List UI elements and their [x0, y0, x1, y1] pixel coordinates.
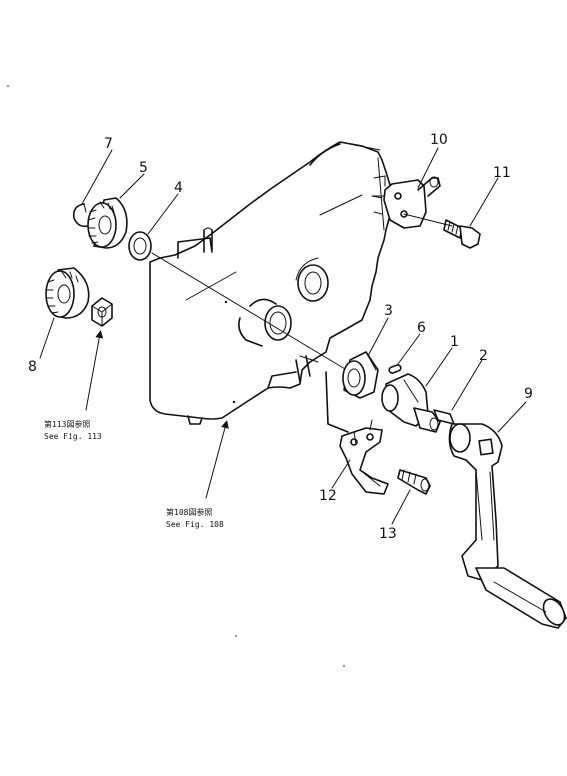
label-part-1: 1: [450, 334, 459, 350]
part-labels: 7 5 4 8 10 11 3 6 1 2 9 12 13: [28, 132, 533, 542]
hex-nut: [91, 297, 113, 327]
label-part-4: 4: [174, 180, 183, 196]
label-part-9: 9: [524, 386, 533, 402]
ref-fig-113-jp: 第113図参照: [44, 419, 90, 429]
shaft-part-1: [381, 373, 441, 433]
label-part-2: 2: [479, 348, 488, 364]
ref-fig-113-en: See Fig. 113: [44, 432, 102, 441]
washer-part-4: [128, 231, 152, 261]
label-part-5: 5: [139, 160, 148, 176]
leader-lines: [39, 147, 527, 525]
bearing-part-3: [342, 351, 379, 399]
label-part-12: 12: [319, 488, 337, 504]
label-part-11: 11: [493, 165, 511, 181]
label-part-10: 10: [430, 132, 448, 148]
label-part-8: 8: [28, 359, 37, 375]
label-part-13: 13: [379, 526, 397, 542]
bracket-part-10: [371, 175, 441, 229]
reference-notes: 第113図参照 See Fig. 113 第108図参照 See Fig. 10…: [44, 419, 224, 529]
shaft-centerline: [151, 252, 351, 373]
lock-plate-part-12: [325, 371, 389, 495]
label-part-7: 7: [104, 136, 113, 152]
ref-arrow-fig-113: [85, 330, 104, 411]
ref-fig-108-jp: 第108図参照: [166, 507, 212, 517]
scan-specks: [7, 85, 345, 667]
bolt-part-11: [403, 213, 481, 249]
label-part-6: 6: [417, 320, 426, 336]
snap-ring-part-7: [72, 203, 89, 228]
ref-fig-108-en: See Fig. 108: [166, 520, 224, 529]
screw-part-13: [397, 469, 431, 495]
ref-arrow-fig-108: [205, 420, 229, 499]
label-part-3: 3: [384, 303, 393, 319]
crank-handle-part-9: [448, 423, 567, 629]
key-part-6: [388, 364, 402, 374]
gear-part-8: [45, 267, 90, 319]
gear-housing: [149, 141, 393, 425]
gear-part-5: [87, 197, 128, 249]
